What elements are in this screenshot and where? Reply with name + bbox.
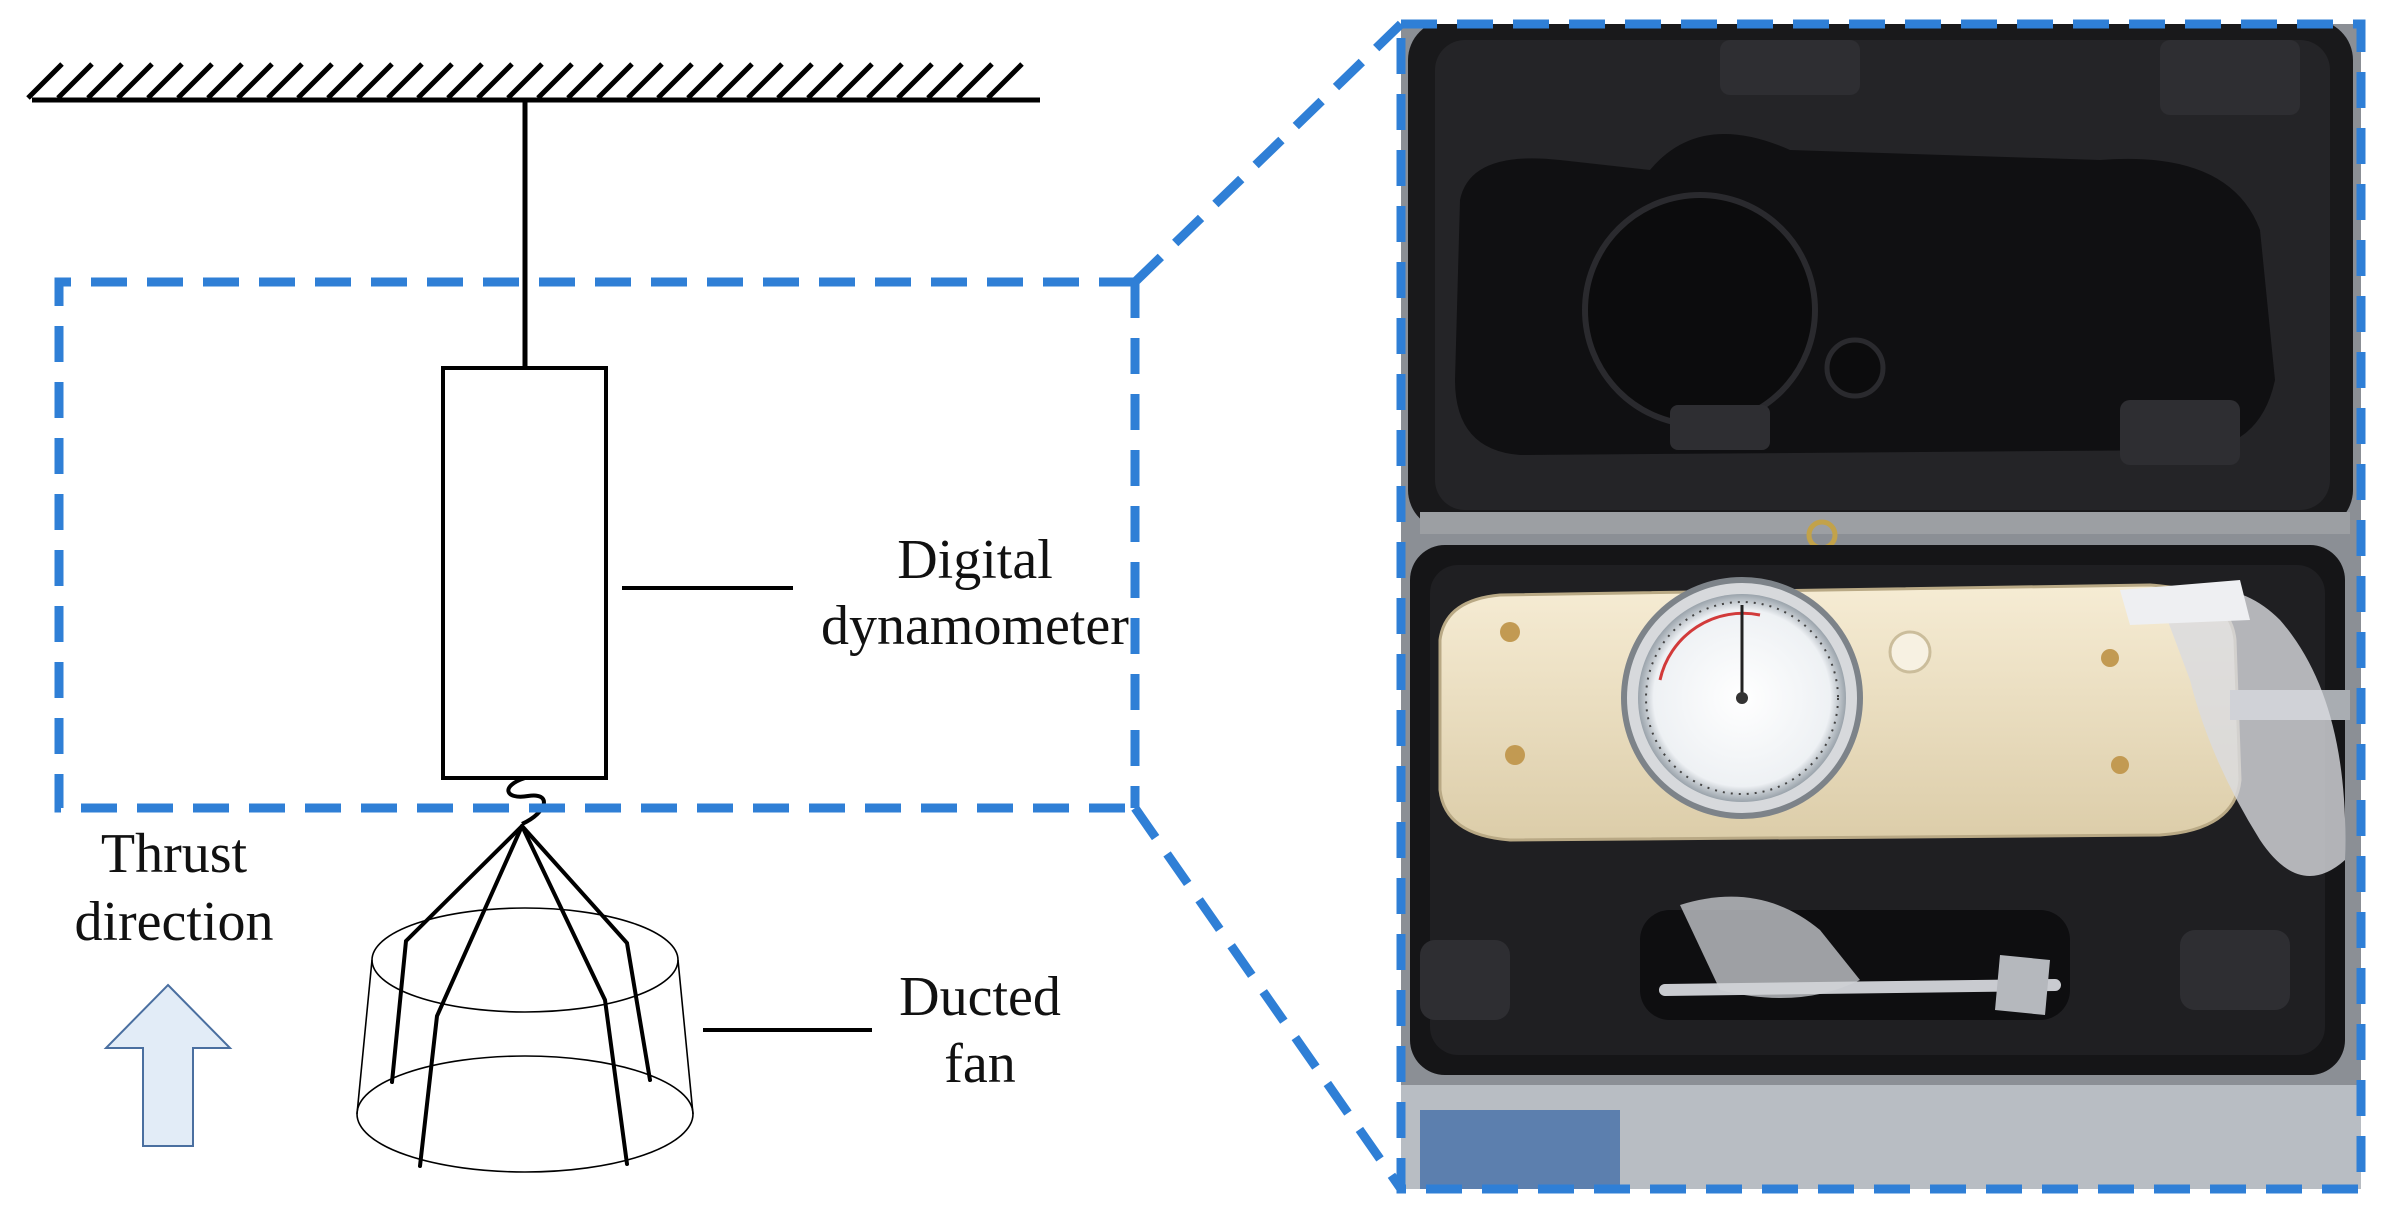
ducted-fan-label: Ducted fan bbox=[899, 966, 1061, 1095]
dynamometer-label: Digital dynamometer bbox=[821, 529, 1129, 657]
dynamometer-photo bbox=[1401, 20, 2361, 1189]
hook bbox=[508, 778, 544, 824]
ceiling-icon bbox=[28, 64, 1040, 100]
thrust-direction-label: Thrust direction bbox=[74, 823, 273, 953]
thrust-label-line1: Thrust bbox=[101, 823, 248, 885]
dynamometer-box bbox=[443, 368, 606, 778]
dynamometer-label-line2: dynamometer bbox=[821, 595, 1129, 657]
up-arrow-icon bbox=[106, 985, 230, 1146]
fan-label-line2: fan bbox=[944, 1033, 1016, 1095]
thrust-label-line2: direction bbox=[74, 891, 273, 953]
harness-strings bbox=[392, 826, 650, 1166]
dynamometer-label-line1: Digital bbox=[897, 529, 1053, 591]
fan-label-line1: Ducted bbox=[899, 966, 1061, 1028]
